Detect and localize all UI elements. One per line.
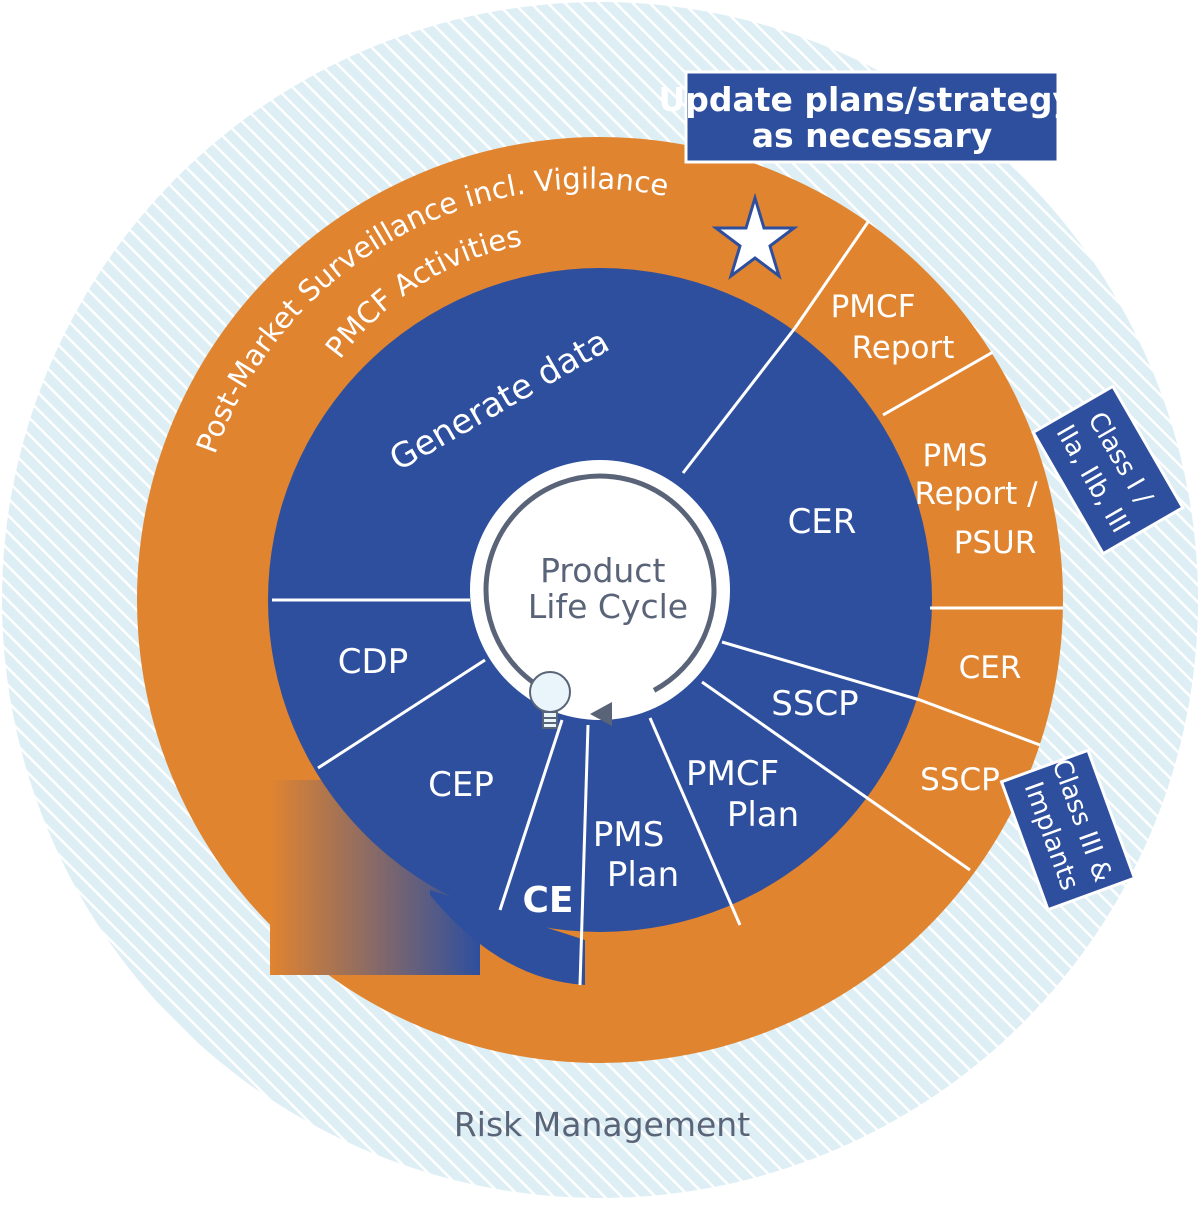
risk-management-label: Risk Management [454,1105,750,1144]
center-circle [470,460,730,720]
ce-mark: CE [522,880,573,921]
orange-pms-report-label: PMS Report / PSUR [915,438,1048,561]
cycle-arrowhead [590,702,612,726]
star-icon [711,192,799,280]
orange-ring-dividers [793,221,1063,872]
blue-ring-tail [430,890,585,985]
orange-cer-label: CER [959,650,1022,686]
blue-ring-dividers [272,327,921,986]
class-all-badge: Class I / IIa, IIb, III [1031,384,1185,556]
product-life-cycle-label: Product Life Cycle [528,551,688,626]
pms-plan-label: PMS Plan [593,815,679,895]
blue-cer-label: CER [788,502,857,542]
cdp-label: CDP [338,642,408,682]
cep-label: CEP [428,765,494,805]
pmcf-plan-label: PMCF Plan [686,754,799,835]
orange-pmcf-report-label: PMCF Report [831,289,955,366]
svg-text:Update plans/strategy as: Update plans/strategy as necessary [658,80,1085,155]
orange-sscp-label: SSCP [920,762,1000,798]
update-plans-callout: Update plans/strategy as necessary [658,70,1085,164]
lightbulb-icon [529,671,571,729]
blue-sscp-label: SSCP [771,684,858,724]
